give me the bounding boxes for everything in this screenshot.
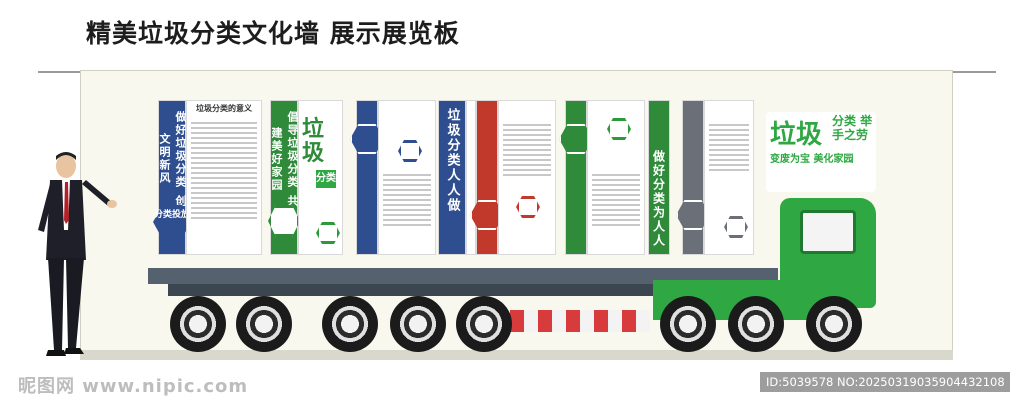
panel-6-body [587,100,645,255]
panel-3-big: 垃圾 [302,117,325,166]
wheel [806,296,862,352]
wheel [390,296,446,352]
panel-1-text [186,100,262,255]
panel-3-badge: 分类 [316,170,336,188]
brand-block: 垃圾 分类 举手之劳 变废为宝 美化家园 [766,112,876,192]
panel-3-strip [356,100,378,255]
panel-1-badge-text: 分类投放 [153,210,190,220]
panel-4-strip [438,100,466,255]
wheel [456,296,512,352]
panel-8-strip [682,100,704,255]
panel-4-side [466,100,476,255]
panel-4-strip-text: 垃圾分类人人做 [444,108,460,213]
hexagon-outline-icon-3 [516,196,540,218]
brand-subtitle: 变废为宝 美化家园 [770,154,854,165]
truck-trailer-frame [168,284,763,296]
wheel [170,296,226,352]
panel-7-strip-text: 做好分类为人人 [651,150,666,248]
brand-side-text: 分类 举手之劳 [832,114,873,142]
wheel [728,296,784,352]
hexagon-outline-icon [316,222,340,244]
presenter-figure [38,152,117,356]
hexagon-outline-icon-5 [724,216,748,238]
watermark: 昵图网 www.nipic.com [18,376,249,397]
truck-rear-bumper [510,310,650,332]
panel-3-body [378,100,436,255]
wheel [322,296,378,352]
hexagon-outline-icon-4 [607,118,631,140]
panel-5-strip [476,100,498,255]
panel-5-body [498,100,556,255]
panel-1-strip-text: 做好垃圾分类 创文明新风 [158,110,187,208]
truck-trailer-bed [148,268,778,284]
wheel [236,296,292,352]
brand-big-text: 垃圾 [770,120,823,150]
floor [80,350,953,360]
image-id-bar: ID:5039578 NO:20250319035904432108 [760,372,1010,392]
panel-2-strip-text: 倡导垃圾分类 共建美好家园 [270,110,299,208]
hexagon-outline-icon-2 [398,140,422,162]
panel-6-strip [565,100,587,255]
panel-1-heading: 垃圾分类的意义 [196,104,252,113]
page-title: 精美垃圾分类文化墙 展示展览板 [86,19,460,48]
wheel [660,296,716,352]
panel-7-strip [648,100,670,255]
truck-window [800,210,856,254]
